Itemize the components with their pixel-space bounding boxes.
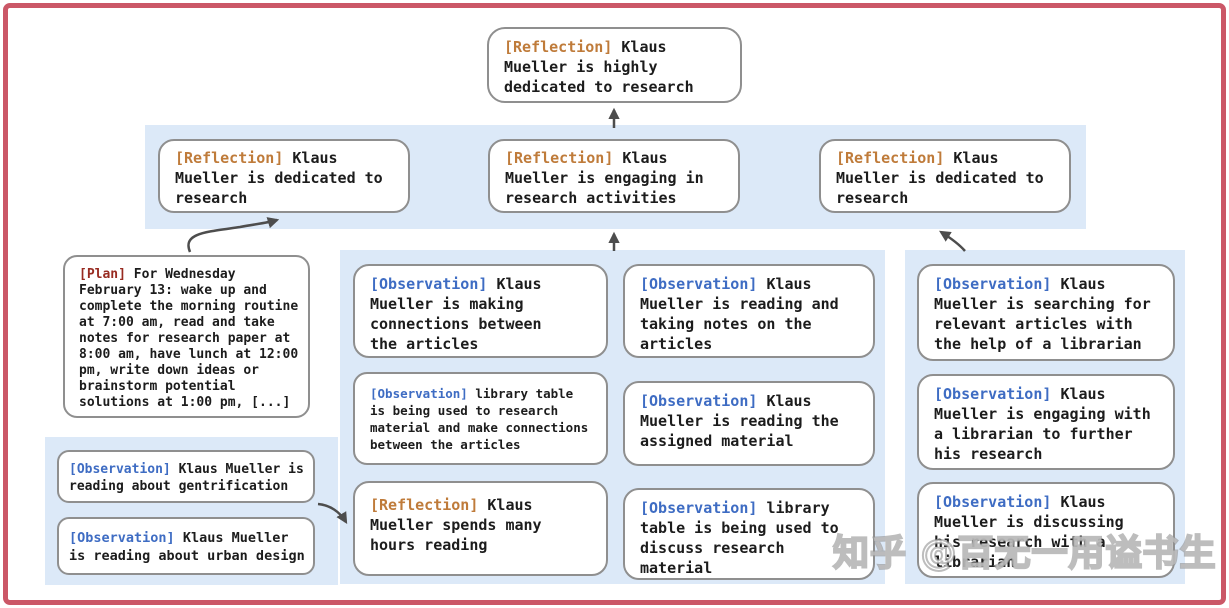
- observation-tag: [Observation]: [640, 499, 758, 517]
- node-text: For Wednesday February 13: wake up and c…: [79, 267, 299, 410]
- observation-tag: [Observation]: [69, 462, 171, 477]
- node-plan: [Plan] For Wednesday February 13: wake u…: [63, 255, 310, 418]
- reflection-tag: [Reflection]: [836, 149, 945, 167]
- node-text: Klaus Mueller is engaging with a librari…: [934, 385, 1151, 463]
- node-observation-reading-taking-notes: [Observation] Klaus Mueller is reading a…: [623, 264, 875, 358]
- reflection-tag: [Reflection]: [175, 149, 284, 167]
- node-text: Klaus Mueller spends many hours reading: [370, 496, 542, 554]
- node-text: Klaus Mueller is reading about gentrific…: [69, 462, 304, 494]
- observation-tag: [Observation]: [934, 385, 1052, 403]
- node-observation-library-table-research: [Observation] library table is being use…: [353, 372, 608, 465]
- observation-tag: [Observation]: [370, 275, 488, 293]
- node-text: Klaus Mueller is making connections betw…: [370, 275, 542, 353]
- node-text: Klaus Mueller is dedicated to research: [836, 149, 1044, 207]
- node-text: Klaus Mueller is dedicated to research: [175, 149, 383, 207]
- node-text: Klaus Mueller is engaging in research ac…: [505, 149, 704, 207]
- observation-tag: [Observation]: [640, 275, 758, 293]
- node-reflection-spends-hours-reading: [Reflection] Klaus Mueller spends many h…: [353, 481, 608, 576]
- node-observation-engaging-librarian: [Observation] Klaus Mueller is engaging …: [917, 374, 1175, 470]
- node-reflection-top: [Reflection] Klaus Mueller is highly ded…: [487, 27, 742, 103]
- node-observation-gentrification: [Observation] Klaus Mueller is reading a…: [57, 450, 315, 503]
- node-text: Klaus Mueller is discussing his research…: [934, 493, 1124, 571]
- node-observation-urban-design: [Observation] Klaus Mueller is reading a…: [57, 517, 315, 575]
- observation-tag: [Observation]: [934, 275, 1052, 293]
- observation-tag: [Observation]: [934, 493, 1052, 511]
- observation-tag: [Observation]: [640, 392, 758, 410]
- observation-tag: [Observation]: [69, 530, 175, 546]
- node-text: Klaus Mueller is reading and taking note…: [640, 275, 839, 353]
- node-text: library table is being used to research …: [370, 386, 589, 452]
- node-reflection-row2-right: [Reflection] Klaus Mueller is dedicated …: [819, 139, 1071, 213]
- reflection-tag: [Reflection]: [505, 149, 614, 167]
- node-observation-assigned-material: [Observation] Klaus Mueller is reading t…: [623, 381, 875, 466]
- node-observation-searching-articles: [Observation] Klaus Mueller is searching…: [917, 264, 1175, 361]
- node-text: Klaus Mueller is reading about urban des…: [69, 530, 305, 564]
- observation-tag: [Observation]: [370, 386, 468, 401]
- node-reflection-row2-left: [Reflection] Klaus Mueller is dedicated …: [158, 139, 410, 213]
- reflection-tag: [Reflection]: [370, 496, 479, 514]
- node-text: Klaus Mueller is searching for relevant …: [934, 275, 1151, 353]
- reflection-tag: [Reflection]: [504, 38, 613, 56]
- node-text: Klaus Mueller is highly dedicated to res…: [504, 38, 694, 96]
- node-observation-making-connections: [Observation] Klaus Mueller is making co…: [353, 264, 608, 358]
- node-observation-discussing-research: [Observation] Klaus Mueller is discussin…: [917, 482, 1175, 578]
- plan-tag: [Plan]: [79, 267, 126, 282]
- arrow-rightpanel-to-right-reflection: [939, 230, 966, 252]
- node-reflection-row2-middle: [Reflection] Klaus Mueller is engaging i…: [488, 139, 740, 213]
- node-observation-library-table-discuss: [Observation] library table is being use…: [623, 488, 875, 580]
- node-text: library table is being used to discuss r…: [640, 499, 839, 577]
- node-text: Klaus Mueller is reading the assigned ma…: [640, 392, 839, 450]
